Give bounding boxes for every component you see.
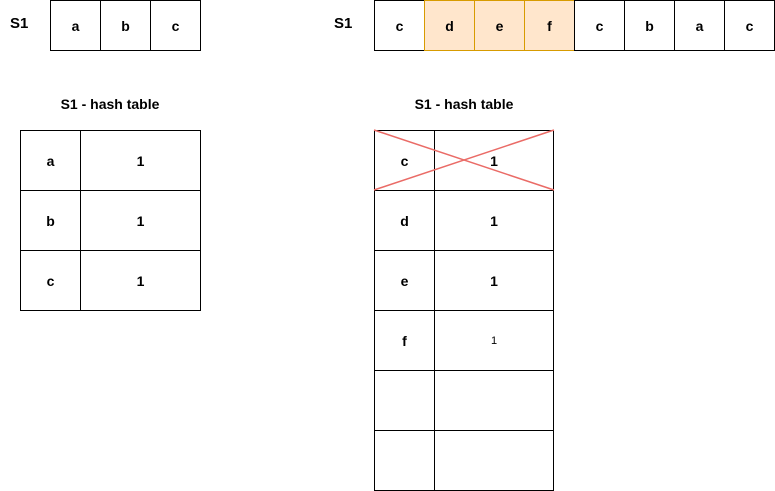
right-table-count: 1 bbox=[434, 190, 554, 251]
left-string-cell: b bbox=[100, 0, 151, 51]
left-table-title: S1 - hash table bbox=[60, 96, 160, 112]
left-string-label: S1 bbox=[10, 15, 29, 32]
left-table-key: b bbox=[20, 190, 81, 251]
right-table-count-empty bbox=[434, 430, 554, 491]
right-table-title: S1 - hash table bbox=[414, 96, 514, 112]
right-table-key: c bbox=[374, 130, 435, 191]
right-table-key-empty bbox=[374, 430, 435, 491]
left-table-key: a bbox=[20, 130, 81, 191]
right-table-count: 1 bbox=[434, 310, 554, 371]
right-table-key: e bbox=[374, 250, 435, 311]
left-table-count: 1 bbox=[80, 250, 201, 311]
left-table-key: c bbox=[20, 250, 81, 311]
right-table-key: f bbox=[374, 310, 435, 371]
right-string-cell-highlighted: f bbox=[524, 0, 575, 51]
right-table-count-empty bbox=[434, 370, 554, 431]
left-table-count: 1 bbox=[80, 190, 201, 251]
right-string-cell: c bbox=[374, 0, 425, 51]
right-string-cell: b bbox=[624, 0, 675, 51]
right-string-cell-highlighted: d bbox=[424, 0, 475, 51]
right-string-cell: a bbox=[674, 0, 725, 51]
right-string-label: S1 bbox=[334, 15, 353, 32]
left-string-cell: c bbox=[150, 0, 201, 51]
right-string-cell-highlighted: e bbox=[474, 0, 525, 51]
left-string-cell: a bbox=[50, 0, 101, 51]
right-table-key-empty bbox=[374, 370, 435, 431]
right-string-cell: c bbox=[724, 0, 775, 51]
right-table-count: 1 bbox=[434, 130, 554, 191]
left-table-count: 1 bbox=[80, 130, 201, 191]
right-table-count: 1 bbox=[434, 250, 554, 311]
right-table-key: d bbox=[374, 190, 435, 251]
right-string-cell: c bbox=[574, 0, 625, 51]
